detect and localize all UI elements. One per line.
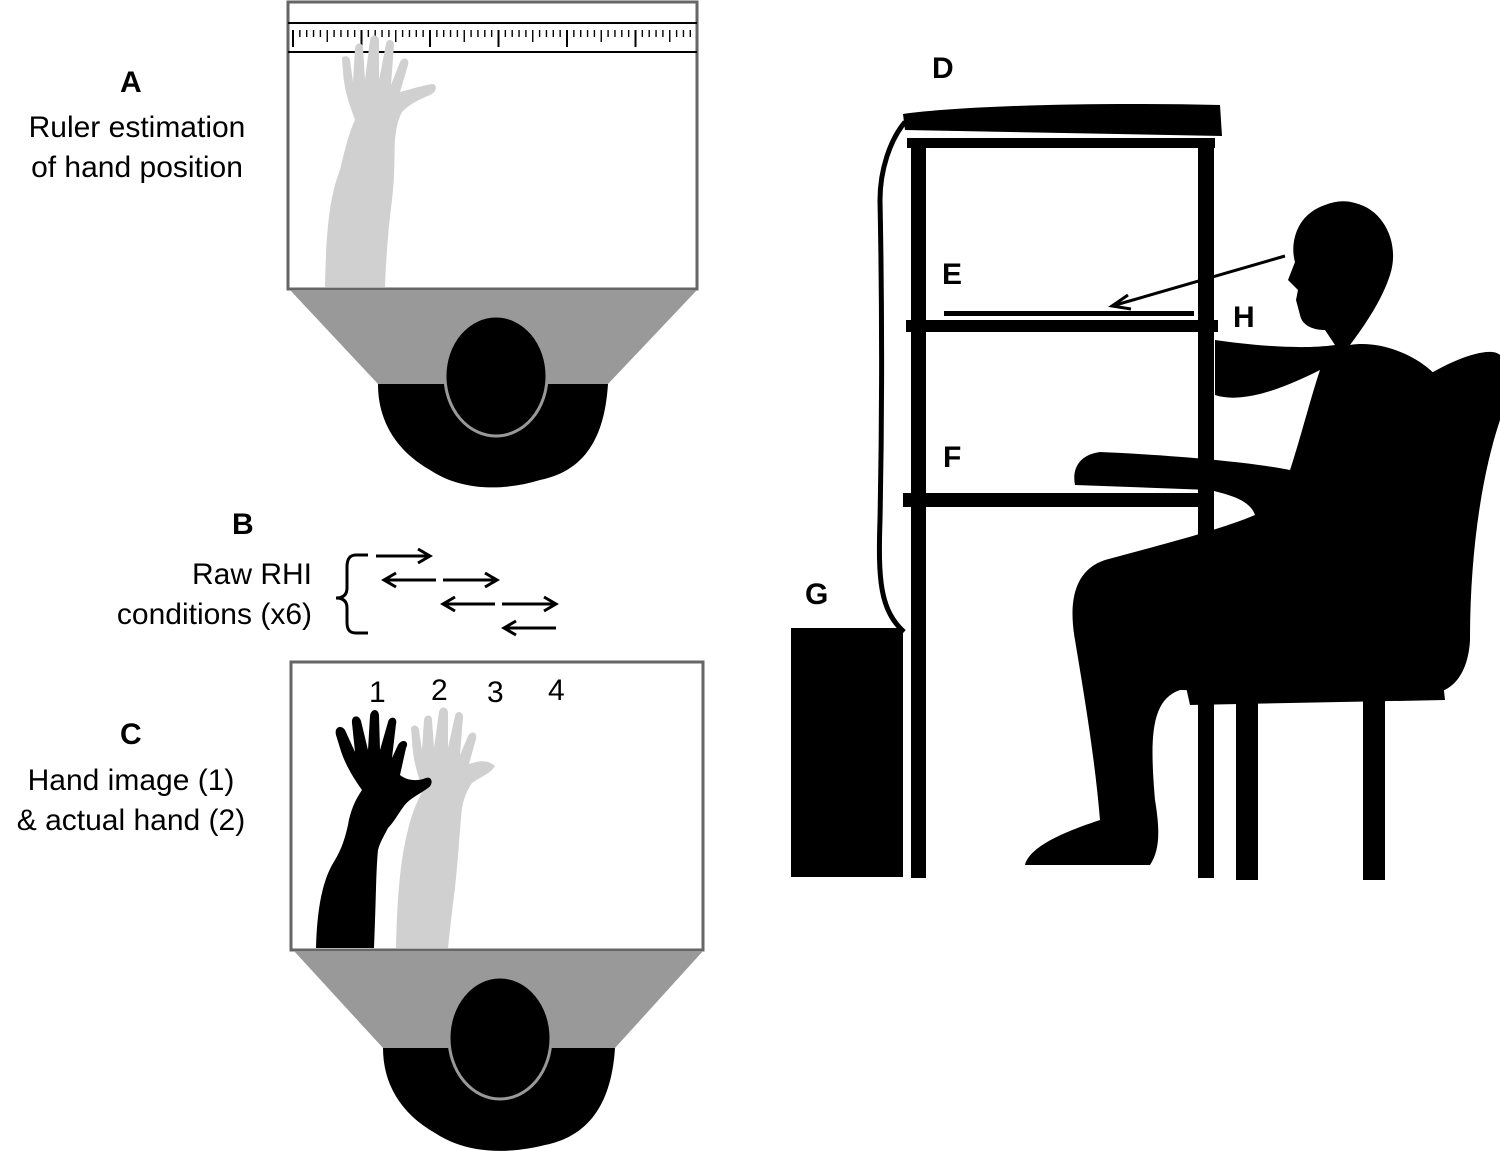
panel-c-caption-line1: Hand image (1) (27, 764, 235, 797)
panel-c-caption-line2: & actual hand (2) (16, 804, 246, 837)
box-g (791, 628, 903, 877)
panel-a-caption: Ruler estimation of hand position (8, 108, 266, 188)
right-upright (1198, 138, 1214, 878)
arrow-right-2 (443, 571, 500, 589)
panel-c-diagram (289, 660, 705, 1151)
panel-b-caption-line2: conditions (x6) (116, 598, 312, 631)
gaze-arrow (1108, 254, 1286, 311)
panel-c-caption: Hand image (1) & actual hand (2) (0, 761, 262, 841)
label-f: F (943, 441, 962, 474)
shelf-h (906, 320, 1218, 332)
panel-b-letter: B (232, 508, 254, 541)
arrow-left-2 (440, 595, 495, 613)
hand-image-arm (316, 710, 432, 948)
arrow-left-3 (501, 619, 556, 637)
arrows (376, 547, 559, 637)
panel-b-diagram (335, 547, 559, 637)
position-label-3: 3 (487, 676, 504, 709)
label-e: E (942, 258, 963, 291)
person-silhouette (1025, 201, 1455, 865)
shelf-f (903, 493, 1203, 507)
ghost-arm-a (325, 35, 436, 287)
label-d: D (932, 52, 954, 85)
label-h: H (1233, 301, 1255, 334)
panel-a-diagram (286, 0, 699, 488)
panel-a-caption-line1: Ruler estimation (28, 111, 246, 144)
cable (876, 120, 907, 634)
position-label-1: 1 (369, 676, 386, 709)
curly-brace (335, 553, 368, 635)
panel-c-letter: C (120, 718, 142, 751)
top-crossbar (907, 138, 1215, 148)
arrow-left-1 (381, 571, 436, 589)
head-c (447, 975, 553, 1101)
actual-hand-arm (396, 707, 495, 948)
left-upright (911, 138, 926, 878)
arrow-right-3 (502, 595, 559, 613)
panel-b-caption: Raw RHI conditions (x6) (60, 555, 312, 635)
position-label-2: 2 (431, 674, 448, 707)
mirror-e (944, 311, 1194, 316)
panel-a-letter: A (120, 66, 142, 99)
panel-a-caption-line2: of hand position (31, 151, 243, 184)
top-panel-d (903, 104, 1222, 136)
arrow-right-1 (376, 547, 433, 565)
panel-b-caption-line1: Raw RHI (191, 558, 312, 591)
label-g: G (805, 578, 829, 611)
apparatus-diagram (791, 104, 1500, 880)
ruler-ticks (292, 30, 691, 47)
position-label-4: 4 (548, 674, 565, 707)
head-a (443, 314, 549, 438)
